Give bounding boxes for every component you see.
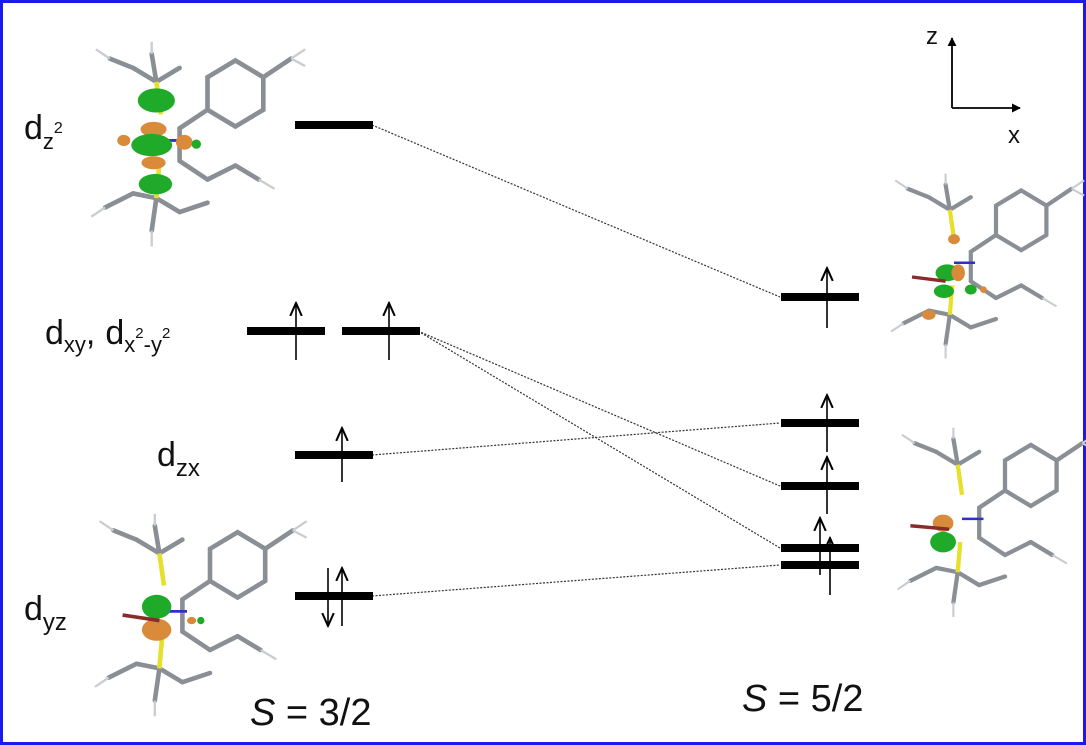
spin-state-left-label: S = 3/2 bbox=[250, 692, 372, 734]
left-energy-levels bbox=[247, 121, 420, 600]
correlation-line-dz2 bbox=[371, 124, 781, 298]
label-dyz: dyz bbox=[24, 590, 67, 636]
axis-label-z: z bbox=[926, 23, 938, 50]
level-right-1 bbox=[781, 293, 859, 301]
molecule-orbital-dz2-image bbox=[91, 42, 305, 247]
correlation-line-dxy-b bbox=[417, 330, 781, 549]
correlation-lines bbox=[371, 124, 781, 597]
label-dz2: dz2 bbox=[24, 109, 63, 154]
level-dzx bbox=[295, 451, 373, 459]
label-dzx: dzx bbox=[157, 436, 200, 482]
molecule-orbital-right-upper-image bbox=[891, 174, 1084, 359]
axis-label-x: x bbox=[1008, 122, 1020, 149]
correlation-line-dzx bbox=[371, 422, 781, 456]
molecule-orbital-right-lower-image bbox=[898, 428, 1086, 617]
level-dz2 bbox=[295, 121, 373, 129]
level-right-3 bbox=[781, 482, 859, 490]
correlation-line-dxy-a bbox=[417, 330, 781, 487]
axes-indicator: z x bbox=[926, 23, 1021, 149]
label-dxy-dx2y2: dxy,dx2-y2 bbox=[45, 314, 170, 357]
level-dyz bbox=[295, 592, 373, 600]
level-right-2 bbox=[781, 419, 859, 427]
level-dxy bbox=[247, 327, 325, 335]
level-dx2y2 bbox=[342, 327, 420, 335]
correlation-line-dyz bbox=[371, 564, 781, 597]
molecule-orbital-dyz-image bbox=[95, 514, 307, 716]
spin-state-right-label: S = 5/2 bbox=[742, 678, 864, 720]
